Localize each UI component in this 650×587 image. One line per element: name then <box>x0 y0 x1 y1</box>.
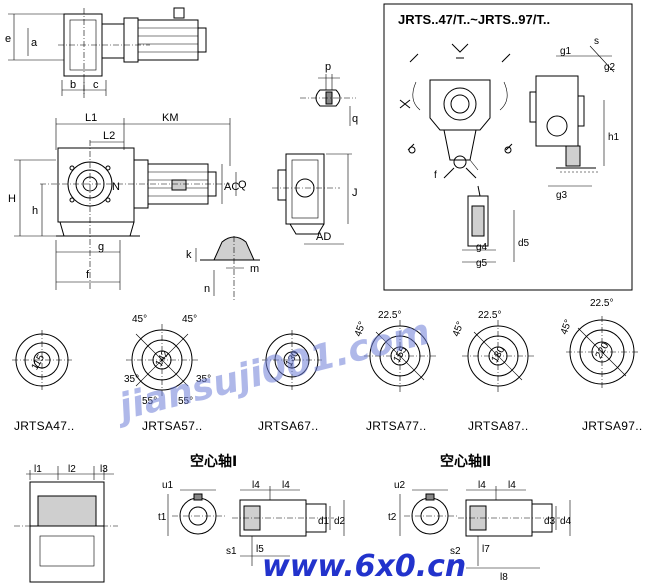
dim-l7: l7 <box>482 544 490 555</box>
hollow-shaft-2-title: 空心轴Ⅱ <box>440 453 491 470</box>
flange-row: 115 JRTSA47.. 142 45° 45° 35° 35° 55° 55… <box>12 298 643 433</box>
flange-angle-jrtsa57-1: 45° <box>132 314 147 325</box>
dim-d5: d5 <box>518 238 530 249</box>
torque-arm-detail-panel: JRTS..47/T..~JRTS..97/T.. f g1 g2 s h1 g… <box>383 3 633 291</box>
dim-N: N <box>112 181 120 193</box>
flange-angle-jrtsa57-3: 35° <box>124 374 139 385</box>
dim-m: m <box>250 263 259 275</box>
dim-g3: g3 <box>556 190 568 201</box>
flange-drawing-jrtsa97: 220 45° 22.5° JRTSA97.. <box>559 298 643 433</box>
dim-h1: h1 <box>608 132 620 143</box>
flange-model-jrtsa87: JRTSA87.. <box>468 419 529 433</box>
flange-angle-jrtsa77-2: 22.5° <box>378 310 401 321</box>
front-view-drawing: L1 L2 KM H h N AC Q g f <box>8 112 247 290</box>
flange-model-jrtsa97: JRTSA97.. <box>582 419 643 433</box>
end-view-drawing: l1 l2 l3 <box>14 464 118 583</box>
dim-AC: AC <box>224 181 239 193</box>
dim-g: g <box>98 241 104 253</box>
dim-f-panel: f <box>434 170 437 181</box>
flange-drawing-jrtsa47: 115 JRTSA47.. <box>12 330 75 433</box>
flange-model-jrtsa77: JRTSA77.. <box>366 419 427 433</box>
dim-s2: s2 <box>450 546 461 557</box>
dim-b: b <box>70 79 76 91</box>
dim-KM: KM <box>162 112 179 124</box>
dim-l4-b: l4 <box>282 480 290 491</box>
dim-q: q <box>352 113 358 125</box>
series-title: JRTS..47/T..~JRTS..97/T.. <box>398 12 550 27</box>
flange-angle-jrtsa97-2: 22.5° <box>590 298 613 309</box>
flange-angle-jrtsa57-6: 55° <box>178 396 193 407</box>
dim-l4-d: l4 <box>508 480 516 491</box>
side-view-drawing: J AD <box>272 153 358 245</box>
dim-g5: g5 <box>476 258 488 269</box>
dim-t2: t2 <box>388 512 397 523</box>
dim-Q: Q <box>238 179 247 191</box>
flange-model-jrtsa57: JRTSA57.. <box>142 419 203 433</box>
dim-l8: l8 <box>500 572 508 583</box>
flange-angle-jrtsa77-1: 45° <box>353 320 369 338</box>
dim-k: k <box>186 249 192 261</box>
dim-l5: l5 <box>256 544 264 555</box>
dim-H: H <box>8 193 16 205</box>
dim-u1: u1 <box>162 480 174 491</box>
dim-n: n <box>204 283 210 295</box>
watermark-footer: www.6x0.cn <box>262 549 466 584</box>
dim-s: s <box>594 36 599 47</box>
dim-AD: AD <box>316 231 331 243</box>
dim-l4-c: l4 <box>478 480 486 491</box>
dim-L1: L1 <box>85 112 97 124</box>
flange-drawing-jrtsa57: 142 45° 45° 35° 35° 55° 55° JRTSA57.. <box>124 314 211 433</box>
dim-e: e <box>5 33 11 45</box>
dim-s1: s1 <box>226 546 237 557</box>
dim-J: J <box>352 187 358 199</box>
dim-p: p <box>325 61 331 73</box>
dim-h: h <box>32 205 38 217</box>
dim-g1: g1 <box>560 46 572 57</box>
flange-angle-jrtsa57-5: 55° <box>142 396 157 407</box>
flange-angle-jrtsa97-1: 45° <box>559 318 575 336</box>
flange-angle-jrtsa57-2: 45° <box>182 314 197 325</box>
flange-model-jrtsa47: JRTSA47.. <box>14 419 75 433</box>
hollow-shaft-2-drawing: 空心轴Ⅱ u2 t2 l4 l4 s2 l7 l8 d3 d4 <box>388 453 572 583</box>
dim-l4-a: l4 <box>252 480 260 491</box>
flange-angle-jrtsa57-4: 35° <box>196 374 211 385</box>
dim-c: c <box>93 79 99 91</box>
hollow-shaft-1-title: 空心轴Ⅰ <box>190 453 237 470</box>
dim-L2: L2 <box>103 130 115 142</box>
dim-d3: d3 <box>544 516 556 527</box>
top-view-drawing: e a b c <box>5 7 207 98</box>
dim-f: f <box>86 269 90 281</box>
dim-a: a <box>31 37 38 49</box>
dim-u2: u2 <box>394 480 406 491</box>
flange-drawing-jrtsa87: 180 45° 22.5° JRTSA87.. <box>451 310 534 433</box>
dim-d4: d4 <box>560 516 572 527</box>
key-detail-drawing: p q <box>300 61 358 126</box>
dim-g4: g4 <box>476 242 488 253</box>
foot-detail-drawing: k m n <box>186 236 260 300</box>
flange-drawing-jrtsa77: 155 45° 22.5° JRTSA77.. <box>353 310 436 433</box>
dim-l1: l1 <box>34 464 42 475</box>
flange-angle-jrtsa87-1: 45° <box>451 320 467 338</box>
dim-l2: l2 <box>68 464 76 475</box>
dim-g2: g2 <box>604 62 616 73</box>
dim-t1: t1 <box>158 512 167 523</box>
dim-l3: l3 <box>100 464 108 475</box>
flange-angle-jrtsa87-2: 22.5° <box>478 310 501 321</box>
flange-model-jrtsa67: JRTSA67.. <box>258 419 319 433</box>
hollow-shaft-1-drawing: 空心轴Ⅰ u1 t1 l4 l4 s1 l5 d1 d2 <box>158 453 346 566</box>
flange-diameter-jrtsa47: 115 <box>30 352 48 372</box>
dim-d1: d1 <box>318 516 330 527</box>
dim-d2: d2 <box>334 516 346 527</box>
